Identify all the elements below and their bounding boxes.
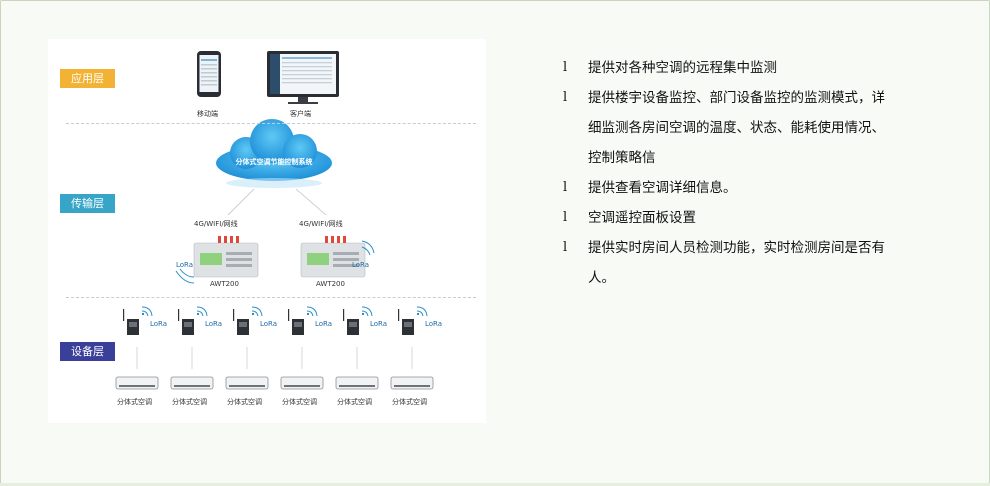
air-conditioner-icon (335, 376, 379, 390)
pc-client-label: 客户端 (290, 110, 311, 118)
cloud-platform-icon (216, 119, 332, 188)
gateway-lora-label: LoRa (176, 261, 194, 269)
bullet-mark: l (563, 210, 568, 225)
sensor-lora-label: LoRa (425, 320, 443, 328)
system-architecture-diagram: 应用层 传输层 设备层 移动端 客户端 分体式空调节能控制系统 4G/WIFI/… (48, 39, 486, 423)
gateway-device-icon (193, 236, 259, 278)
sensor-node-icon (178, 306, 208, 335)
feature-text: 提供楼宇设备监控、部门设备监控的监测模式，详 (588, 90, 885, 106)
mobile-client-label: 移动端 (197, 110, 218, 118)
feature-text: 控制策略信 (588, 150, 656, 166)
bullet-mark: l (563, 60, 568, 75)
feature-text: 提供实时房间人员检测功能，实时检测房间是否有 (588, 240, 885, 256)
bottom-border (0, 483, 990, 486)
air-conditioner-icon (390, 376, 434, 390)
cloud-system-label: 分体式空调节能控制系统 (235, 158, 313, 166)
wireless-signal-icon (175, 240, 375, 284)
diagram-graphics (136, 51, 413, 369)
gateway-model-label: AWT200 (210, 280, 239, 288)
sensor-lora-label: LoRa (370, 320, 388, 328)
feature-text: 空调遥控面板设置 (588, 210, 696, 226)
mobile-phone-icon (197, 51, 221, 97)
sensor-lora-label: LoRa (315, 320, 333, 328)
feature-text: 提供对各种空调的远程集中监测 (588, 60, 777, 76)
feature-item: l 提供对各种空调的远程集中监测 (561, 53, 961, 83)
air-conditioner-icon (280, 376, 324, 390)
air-conditioner-icon (170, 376, 214, 390)
device-connectors (136, 347, 413, 369)
feature-item: l 提供楼宇设备监控、部门设备监控的监测模式，详 细监测各房间空调的温度、状态、… (561, 83, 961, 173)
bullet-mark: l (563, 180, 568, 195)
feature-list: l 提供对各种空调的远程集中监测 l 提供楼宇设备监控、部门设备监控的监测模式，… (561, 53, 961, 293)
air-conditioner-label: 分体式空调 (172, 398, 207, 406)
feature-text: 人。 (588, 270, 615, 286)
air-conditioner-icon (225, 376, 269, 390)
sensor-node-icon (288, 306, 318, 335)
layer-label-device: 设备层 (60, 342, 115, 361)
air-conditioner-label: 分体式空调 (337, 398, 372, 406)
sensor-lora-label: LoRa (260, 320, 278, 328)
layer-label-application: 应用层 (60, 69, 115, 88)
sensor-node-icon (233, 306, 263, 335)
feature-item: l 提供查看空调详细信息。 (561, 173, 961, 203)
layer-label-transport: 传输层 (60, 194, 115, 213)
layer-divider (66, 297, 476, 298)
air-conditioner-label: 分体式空调 (282, 398, 317, 406)
sensor-node-icon (343, 306, 373, 335)
air-conditioner-label: 分体式空调 (117, 398, 152, 406)
network-label: 4G/WIFI/网线 (299, 220, 343, 228)
sensor-lora-label: LoRa (150, 320, 168, 328)
network-label: 4G/WIFI/网线 (194, 220, 238, 228)
sensor-node-icon (398, 306, 428, 335)
air-conditioner-label: 分体式空调 (392, 398, 427, 406)
bullet-mark: l (563, 240, 568, 255)
feature-item: l 提供实时房间人员检测功能，实时检测房间是否有 人。 (561, 233, 961, 293)
sensor-lora-label: LoRa (205, 320, 223, 328)
desktop-monitor-icon (267, 51, 339, 104)
air-conditioner-label: 分体式空调 (227, 398, 262, 406)
feature-text: 细监测各房间空调的温度、状态、能耗使用情况、 (588, 120, 885, 136)
bullet-mark: l (563, 90, 568, 105)
air-conditioner-icon (115, 376, 159, 390)
feature-text: 提供查看空调详细信息。 (588, 180, 737, 196)
gateway-model-label: AWT200 (316, 280, 345, 288)
layer-divider (66, 123, 476, 124)
gateway-lora-label: LoRa (352, 261, 370, 269)
feature-item: l 空调遥控面板设置 (561, 203, 961, 233)
sensor-node-icon (123, 306, 153, 335)
gateway-device-icon (300, 236, 366, 278)
